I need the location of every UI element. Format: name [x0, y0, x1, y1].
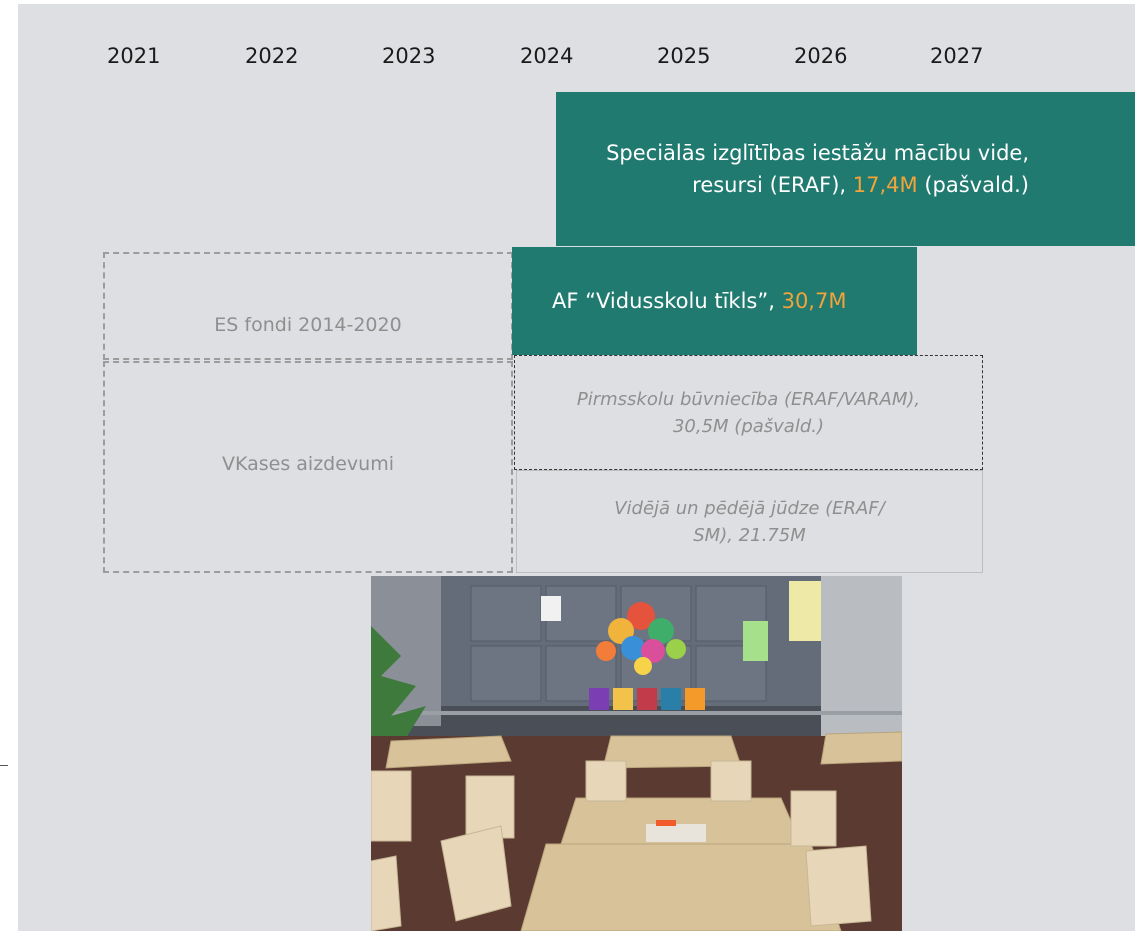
last-mile-line2: SM), 21.75M: [693, 524, 806, 546]
treasury-loans-box: VKases aizdevumi: [103, 361, 513, 573]
year-label: 2026: [794, 44, 848, 68]
edge-mark: [0, 765, 8, 766]
classroom-photo-illustration: [371, 576, 902, 931]
preschool-line2: 30,5M (pašvald.): [672, 415, 825, 437]
af-secondary-schools-box: AF “Vidusskolu tīkls”, 30,7M: [512, 247, 917, 355]
year-label: 2023: [382, 44, 436, 68]
es-funds-box: ES fondi 2014-2020: [103, 252, 513, 360]
year-label: 2027: [930, 44, 984, 68]
preschool-construction-box: Pirmsskolu būvniecība (ERAF/VARAM), 30,5…: [514, 355, 983, 470]
year-label: 2025: [657, 44, 711, 68]
year-label: 2022: [245, 44, 299, 68]
treasury-loans-label: VKases aizdevumi: [221, 453, 394, 475]
classroom-photo: [371, 576, 902, 931]
last-mile-box: Vidējā un pēdējā jūdze (ERAF/ SM), 21.75…: [516, 470, 983, 573]
special-education-line2: resursi (ERAF), 17,4M (pašvald.): [692, 173, 1029, 197]
special-education-line1: Speciālās izglītības iestāžu mācību vide…: [606, 141, 1029, 165]
year-label: 2021: [107, 44, 161, 68]
af-label: AF “Vidusskolu tīkls”, 30,7M: [552, 289, 847, 313]
year-label: 2024: [520, 44, 574, 68]
special-education-amount: 17,4M: [852, 173, 918, 197]
special-education-box: Speciālās izglītības iestāžu mācību vide…: [556, 92, 1135, 246]
af-amount: 30,7M: [781, 289, 847, 313]
preschool-line1: Pirmsskolu būvniecība (ERAF/VARAM),: [576, 388, 921, 410]
last-mile-line1: Vidējā un pēdējā jūdze (ERAF/: [614, 497, 885, 519]
es-funds-label: ES fondi 2014-2020: [214, 314, 402, 336]
